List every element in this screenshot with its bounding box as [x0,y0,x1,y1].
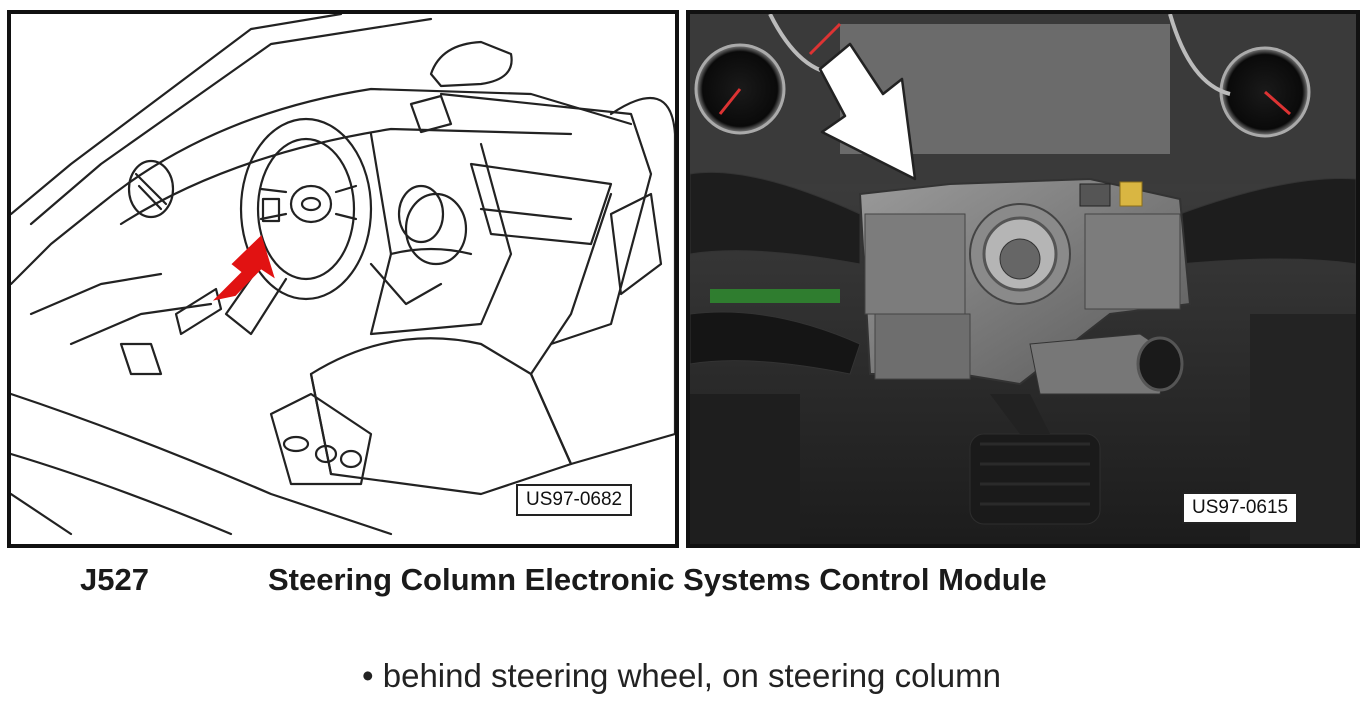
interior-line-drawing [11,14,675,536]
steering-column-rendering [690,14,1356,544]
location-note: • behind steering wheel, on steering col… [362,657,1001,695]
component-id: J527 [80,562,149,597]
arrow-callout-icon [212,235,275,301]
steering-column-photo: US97-0615 [686,10,1360,548]
component-name: Steering Column Electronic Systems Contr… [268,562,1047,597]
bullet-icon: • [362,657,374,694]
arrow-callout-icon [818,42,917,181]
figure-label: US97-0615 [1182,492,1299,524]
figure-label: US97-0682 [516,484,633,516]
interior-illustration: US97-0682 [7,10,679,548]
location-text: behind steering wheel, on steering colum… [382,657,1001,694]
